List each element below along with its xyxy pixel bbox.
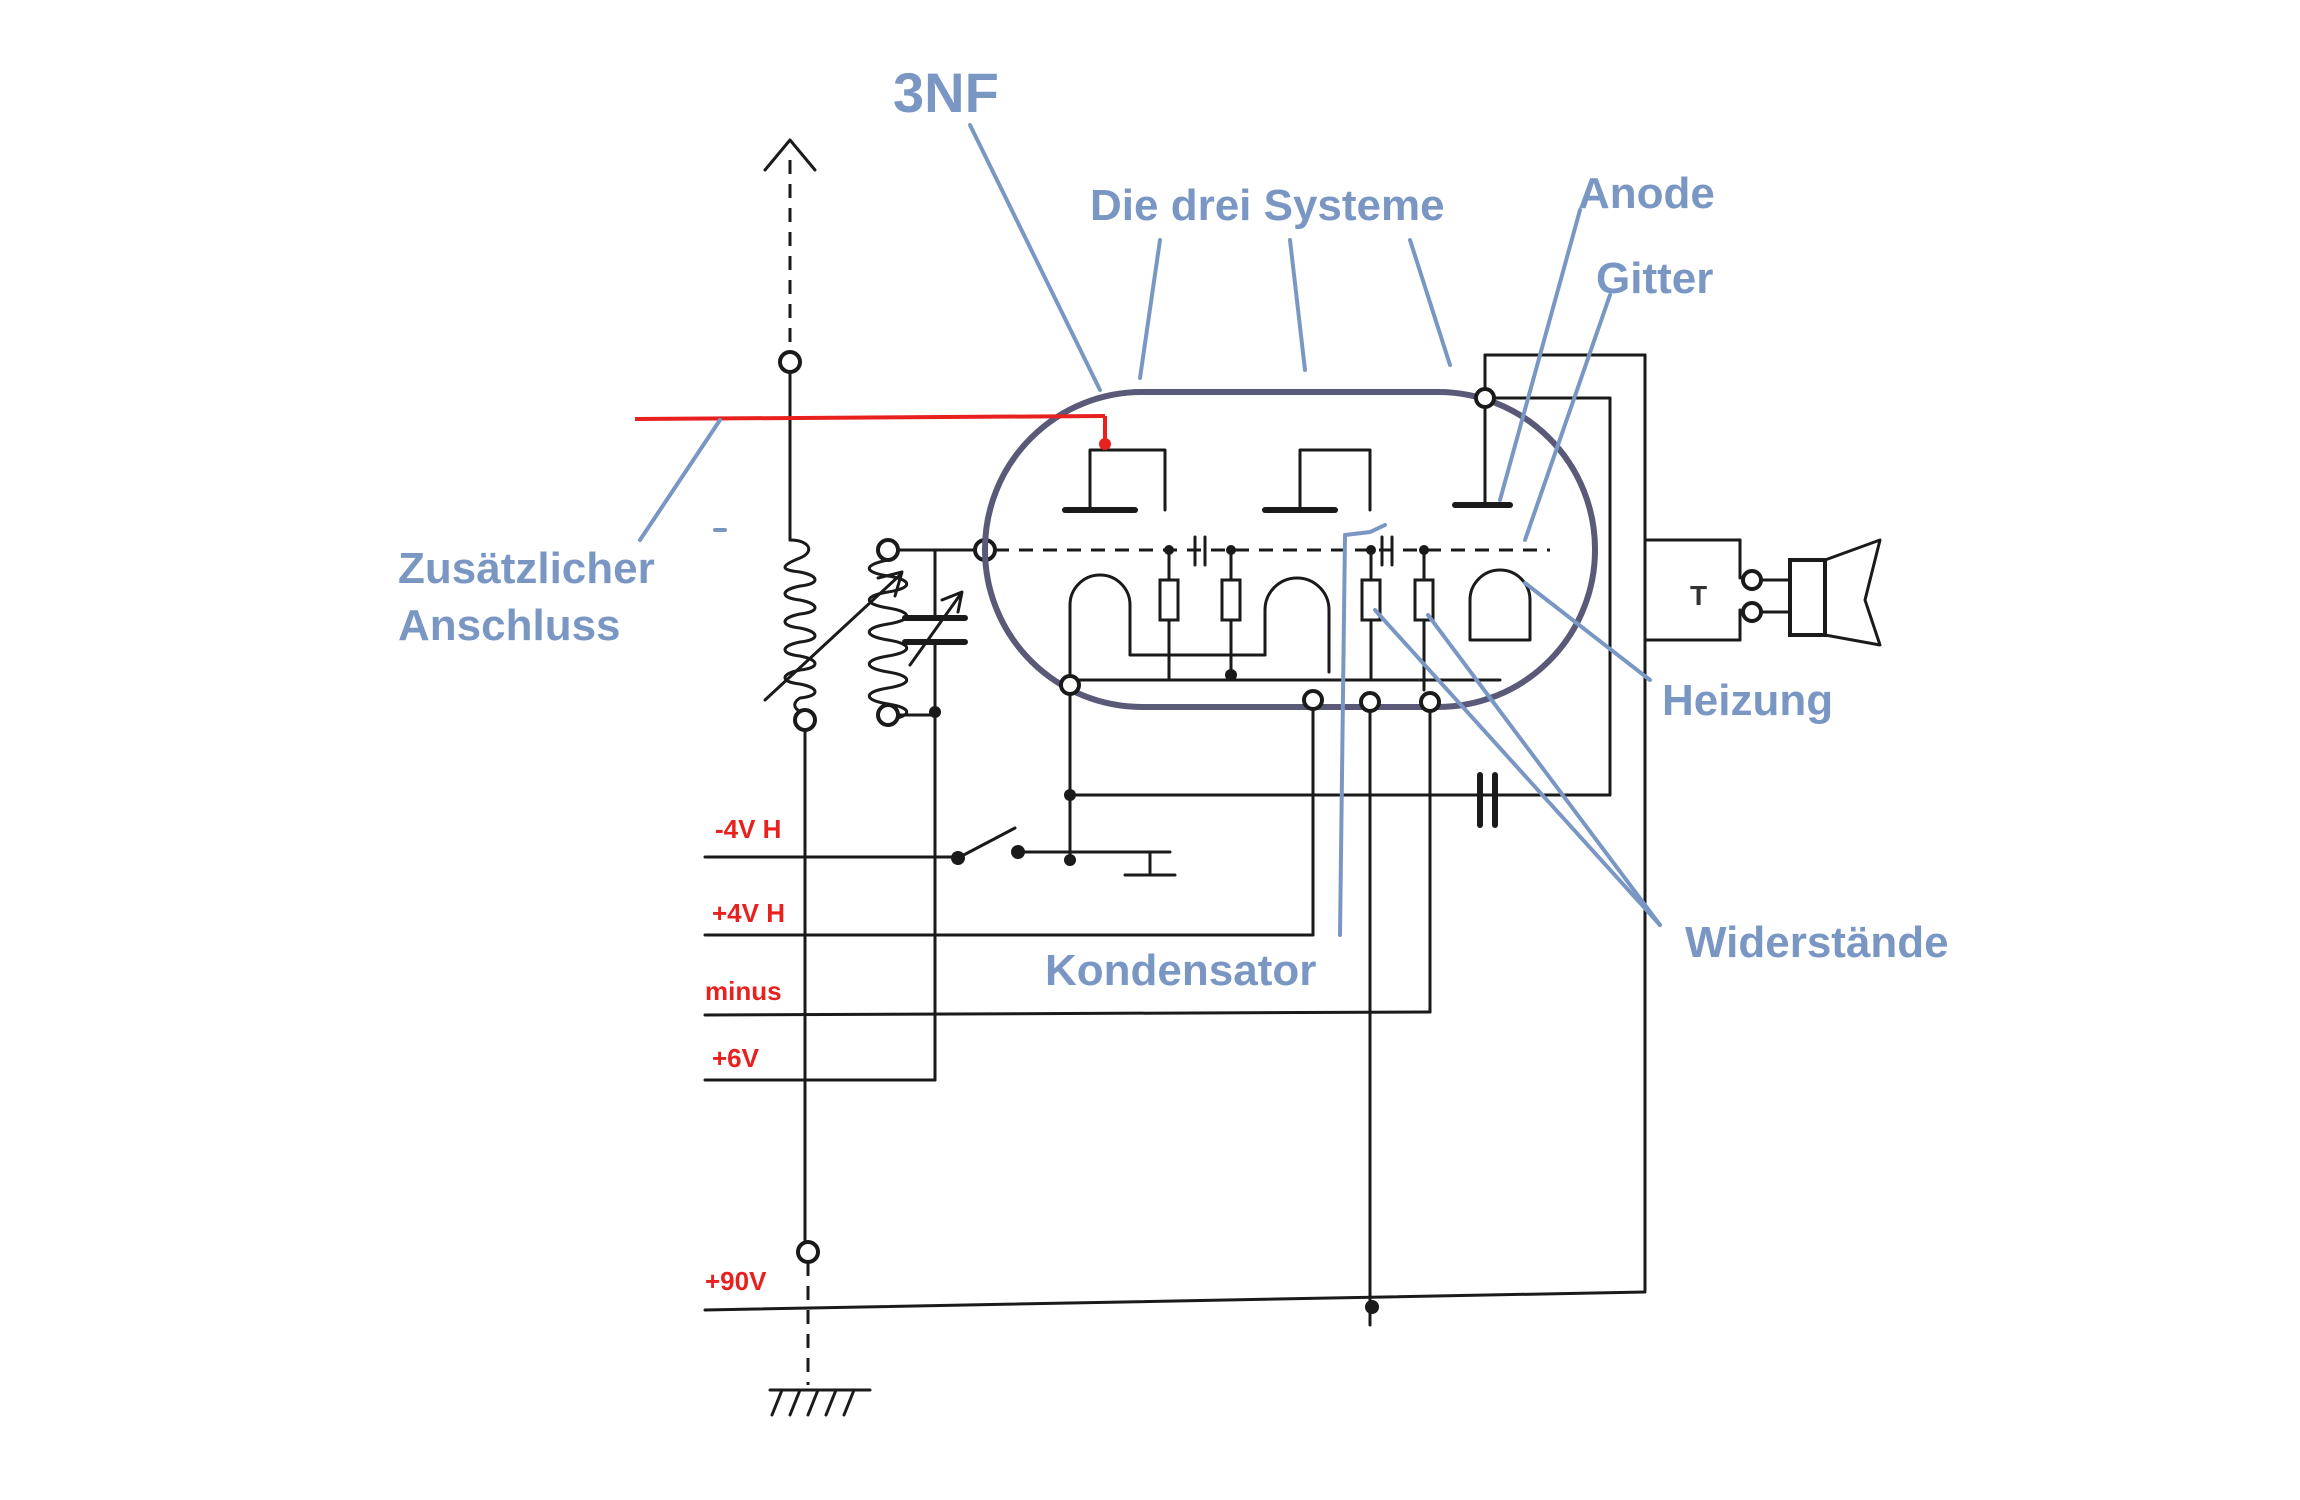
rail-label-minus4vh: -4V H bbox=[715, 814, 781, 844]
speaker-assembly bbox=[1643, 538, 1882, 1292]
rail-label-plus90v: +90V bbox=[705, 1266, 767, 1296]
heating-label: Heizung bbox=[1662, 676, 1833, 725]
extra-connection-label-2: Anschluss bbox=[398, 601, 621, 650]
extra-connection-label-1: Zusätzlicher bbox=[398, 544, 655, 593]
rail-label-minus: minus bbox=[705, 976, 782, 1006]
heater-switch bbox=[951, 826, 1177, 877]
systems-label: Die drei Systeme bbox=[1090, 181, 1445, 230]
rail-label-plus6v: +6V bbox=[712, 1043, 760, 1073]
antenna-coil bbox=[783, 538, 817, 1242]
capacitor-label: Kondensator bbox=[1045, 946, 1316, 995]
ground-symbol bbox=[768, 1240, 872, 1417]
transformer-label: T bbox=[1690, 580, 1707, 611]
grid-label: Gitter bbox=[1596, 254, 1713, 303]
tube-anodes bbox=[1062, 387, 1513, 513]
tuning-coil bbox=[763, 538, 909, 727]
tube-heaters bbox=[1068, 568, 1532, 682]
tube-internal-components bbox=[1158, 535, 1435, 692]
resistors-label: Widerstände bbox=[1685, 918, 1949, 967]
annotation-leaders bbox=[638, 123, 1662, 937]
supply-rails bbox=[703, 855, 1647, 1314]
tube-name-label: 3NF bbox=[893, 61, 999, 124]
external-wiring bbox=[1064, 353, 1647, 1327]
tube-envelope bbox=[982, 389, 1598, 710]
coupling-capacitor bbox=[1477, 772, 1498, 828]
antenna bbox=[763, 138, 817, 542]
added-red-wire bbox=[634, 414, 1111, 450]
variable-capacitor bbox=[896, 548, 987, 1082]
rail-label-plus4vh: +4V H bbox=[712, 898, 785, 928]
anode-label: Anode bbox=[1578, 169, 1715, 218]
